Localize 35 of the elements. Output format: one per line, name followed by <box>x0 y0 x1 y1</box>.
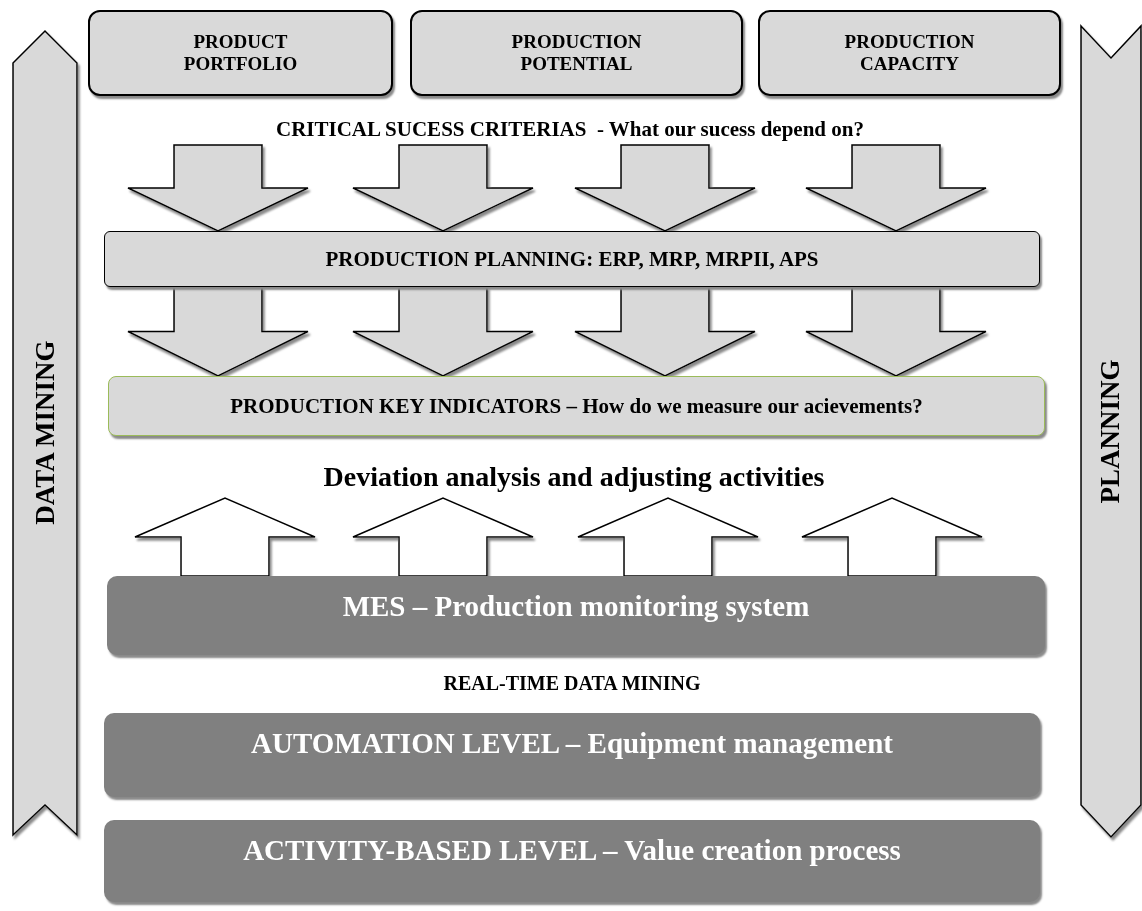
block-arrow <box>127 144 309 232</box>
level-box <box>758 10 1061 96</box>
box-label: CRITICAL SUCESS CRITERIAS - What our sucess depend on? <box>276 116 864 142</box>
box-label: PRODUCT PORTFOLIO <box>182 31 299 75</box>
block-arrow <box>352 497 534 577</box>
box-label: AUTOMATION LEVEL – Equipment management <box>251 727 893 761</box>
level-box <box>88 10 393 96</box>
level-box <box>107 576 1045 655</box>
side-label: DATA MINING <box>29 340 61 526</box>
box-label: ACTIVITY-BASED LEVEL – Value creation process <box>243 834 901 868</box>
level-box <box>108 376 1045 436</box>
box-label: MES – Production monitoring system <box>342 590 810 624</box>
side-arrow <box>12 30 78 836</box>
level-box <box>104 820 1040 902</box>
block-arrow <box>801 497 983 577</box>
block-arrow <box>352 144 534 232</box>
box-label: PRODUCTION POTENTIAL <box>510 31 643 75</box>
block-arrow <box>352 286 534 377</box>
section-caption: REAL-TIME DATA MINING <box>443 672 701 694</box>
block-arrow <box>805 144 987 232</box>
level-box <box>410 10 743 96</box>
block-arrow <box>127 286 309 377</box>
box-label: PRODUCTION PLANNING: ERP, MRP, MRPII, APS <box>325 246 819 272</box>
box-label: PRODUCTION KEY INDICATORS – How do we measure our acievements? <box>230 393 923 419</box>
block-arrow <box>577 497 759 577</box>
block-arrow <box>574 144 756 232</box>
block-arrow <box>805 286 987 377</box>
side-arrow <box>1080 25 1142 838</box>
block-arrow <box>134 497 316 577</box>
level-box <box>104 231 1040 287</box>
box-label: Deviation analysis and adjusting activities <box>323 460 825 494</box>
block-arrow <box>574 286 756 377</box>
side-label: PLANNING <box>1095 359 1127 504</box>
box-label: PRODUCTION CAPACITY <box>843 31 976 75</box>
level-box <box>104 713 1040 797</box>
